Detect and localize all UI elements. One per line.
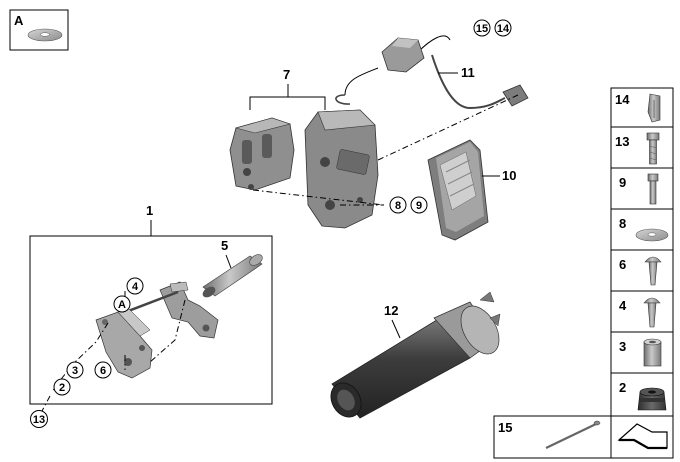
ref-circle-15 bbox=[473, 19, 491, 37]
callout-circle-4 bbox=[126, 277, 144, 295]
callout-circle-13 bbox=[30, 410, 48, 428]
torx-screw-icon bbox=[643, 297, 661, 328]
clip-icon bbox=[647, 93, 661, 123]
clamp-base-part bbox=[229, 117, 295, 191]
callout-2-label: 2 bbox=[59, 382, 65, 394]
callout-circle-a bbox=[113, 295, 131, 313]
callout-3-label: 3 bbox=[72, 365, 78, 377]
callout-7: 7 bbox=[249, 67, 326, 110]
callout-circle-9 bbox=[410, 196, 428, 214]
parts-row-3-number: 3 bbox=[619, 339, 626, 354]
wiring-harness-part: 11 bbox=[335, 35, 529, 110]
heated-grip-part bbox=[330, 291, 501, 419]
callout-6-label: 6 bbox=[100, 365, 106, 377]
ref-15-label: 15 bbox=[476, 23, 488, 35]
control-housing-part bbox=[304, 109, 379, 229]
socket-screw-icon bbox=[647, 173, 659, 205]
rubber-grommet-icon bbox=[637, 387, 667, 411]
callout-circle-3 bbox=[66, 361, 84, 379]
callout-7-label: 7 bbox=[283, 67, 290, 82]
cover-plate-part: 10 bbox=[427, 139, 516, 241]
mount-bracket-part bbox=[95, 281, 219, 379]
callout-12-label: 12 bbox=[384, 303, 398, 318]
assembly-box-1: 1 5 4 A bbox=[29, 203, 273, 405]
rod-part bbox=[202, 254, 263, 298]
bottom-box-15-number: 15 bbox=[498, 420, 512, 435]
parts-column: 14 13 9 8 6 bbox=[610, 87, 674, 417]
torx-screw-icon bbox=[644, 256, 662, 286]
callout-5-label: 5 bbox=[221, 238, 228, 253]
callout-9-label: 9 bbox=[416, 200, 422, 212]
callout-13-label: 13 bbox=[33, 414, 45, 426]
callout-circle-2 bbox=[53, 378, 71, 396]
callout-a-label: A bbox=[118, 299, 126, 311]
parts-row-9-number: 9 bbox=[619, 175, 626, 190]
reference-circles: 15 14 bbox=[473, 19, 512, 37]
stepped-symbol-icon bbox=[617, 423, 668, 450]
parts-row-13-number: 13 bbox=[615, 134, 629, 149]
callout-4-label: 4 bbox=[132, 281, 139, 293]
callout-11-label: 11 bbox=[461, 65, 475, 80]
callout-8-label: 8 bbox=[395, 200, 401, 212]
hex-bolt-icon bbox=[646, 132, 660, 165]
parts-row-8-number: 8 bbox=[619, 216, 626, 231]
callout-circle-6 bbox=[94, 361, 112, 379]
cable-tie-icon bbox=[545, 420, 601, 449]
washer-icon bbox=[635, 228, 669, 242]
sleeve-icon bbox=[643, 338, 662, 367]
bottom-box-15: 15 bbox=[493, 415, 674, 459]
callout-circle-8 bbox=[389, 196, 407, 214]
connector-icon bbox=[381, 37, 425, 73]
parts-row-2-number: 2 bbox=[619, 380, 626, 395]
parts-row-14-number: 14 bbox=[615, 92, 630, 107]
connector-icon bbox=[502, 84, 529, 107]
washer-icon bbox=[27, 28, 63, 42]
parts-row-6-number: 6 bbox=[619, 257, 626, 272]
ref-14-label: 14 bbox=[497, 23, 510, 35]
inset-a: A bbox=[9, 9, 69, 51]
callout-8-9: 8 9 bbox=[389, 196, 428, 214]
parts-row-4-number: 4 bbox=[619, 298, 627, 313]
ref-circle-14 bbox=[494, 19, 512, 37]
callout-1-label: 1 bbox=[146, 203, 153, 218]
callout-10-label: 10 bbox=[502, 168, 516, 183]
inset-a-label: A bbox=[14, 13, 24, 28]
